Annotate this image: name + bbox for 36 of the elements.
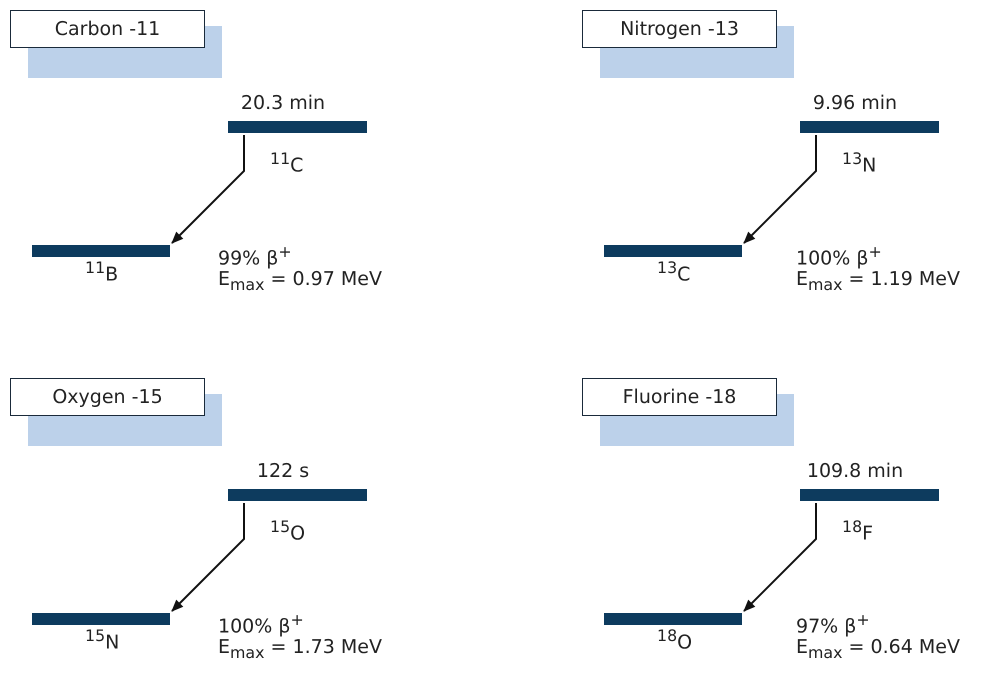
decay-mode-label: 97% β$^{+}$ <box>796 610 870 638</box>
max-energy-label: E$_{max}$ = 0.97 MeV <box>218 268 382 294</box>
decay-arrow <box>171 135 245 244</box>
nuclide-label: $^{11}$B <box>85 258 118 286</box>
energy-level-bar <box>800 489 939 501</box>
half-life-label: 20.3 min <box>240 92 326 114</box>
nuclide-label: $^{15}$N <box>85 626 120 654</box>
isotope-title-box: Oxygen -15 <box>10 378 205 416</box>
energy-level-bar <box>604 613 742 625</box>
energy-level-bar <box>228 489 367 501</box>
energy-level-bar <box>800 121 939 133</box>
half-life-label: 109.8 min <box>806 460 904 482</box>
energy-level-bar <box>32 245 170 257</box>
decay-mode-label: 100% β$^{+}$ <box>218 610 304 638</box>
nuclide-label: $^{18}$F <box>842 517 874 544</box>
nuclide-label: $^{13}$C <box>657 258 690 286</box>
energy-level-bar <box>32 613 170 625</box>
energy-level-bar <box>604 245 742 257</box>
nuclide-label: $^{18}$O <box>657 626 692 654</box>
max-energy-label: E$_{max}$ = 1.19 MeV <box>796 268 960 294</box>
nuclide-label: $^{11}$C <box>270 149 304 176</box>
isotope-title-box: Nitrogen -13 <box>582 10 777 48</box>
max-energy-label: E$_{max}$ = 1.73 MeV <box>218 636 382 662</box>
decay-arrow <box>743 135 817 244</box>
decay-arrow <box>171 503 245 612</box>
isotope-title-box: Fluorine -18 <box>582 378 777 416</box>
decay-mode-label: 99% β$^{+}$ <box>218 242 292 270</box>
energy-level-bar <box>228 121 367 133</box>
decay-arrow <box>743 503 817 612</box>
half-life-label: 122 s <box>256 460 310 482</box>
nuclide-label: $^{13}$N <box>842 149 876 176</box>
max-energy-label: E$_{max}$ = 0.64 MeV <box>796 636 960 662</box>
isotope-title-box: Carbon -11 <box>10 10 205 48</box>
decay-mode-label: 100% β$^{+}$ <box>796 242 882 270</box>
half-life-label: 9.96 min <box>812 92 898 114</box>
nuclide-label: $^{15}$O <box>270 517 306 544</box>
